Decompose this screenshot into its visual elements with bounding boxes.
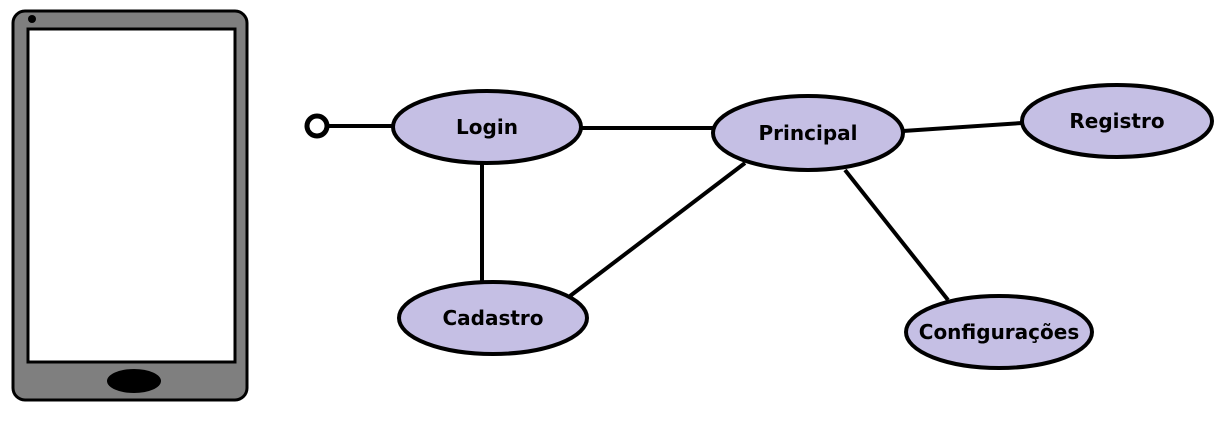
node-configuracoes: Configurações bbox=[904, 294, 1094, 370]
node-registro-shape bbox=[1020, 83, 1214, 159]
nodes: Login Principal RegistroCadastroConfiguraç… bbox=[391, 83, 1214, 370]
edge-cadastro-principal bbox=[568, 161, 747, 298]
node-configuracoes-label: Configurações bbox=[919, 320, 1079, 344]
node-principal: Principal bbox=[711, 94, 905, 172]
edge-principal-registro bbox=[902, 121, 1023, 133]
node-login-label: Login bbox=[456, 115, 518, 139]
node-principal-shape bbox=[711, 94, 905, 172]
node-principal-label: Principal bbox=[759, 121, 858, 145]
smartphone-icon bbox=[11, 9, 249, 402]
start-circle-icon bbox=[304, 113, 330, 139]
node-configuracoes-shape bbox=[904, 294, 1094, 370]
edges bbox=[327, 121, 1023, 302]
node-login-shape bbox=[391, 89, 583, 165]
node-cadastro-label: Cadastro bbox=[442, 306, 543, 330]
node-cadastro-shape bbox=[397, 280, 589, 356]
phone-screen bbox=[26, 27, 237, 364]
node-cadastro: Cadastro bbox=[397, 280, 589, 356]
phone-home-button-icon bbox=[107, 369, 161, 393]
node-login: Login bbox=[391, 89, 583, 165]
node-registro-label: Registro bbox=[1069, 109, 1164, 133]
edge-principal-configuracoes bbox=[843, 168, 950, 302]
node-registro: Registro bbox=[1020, 83, 1214, 159]
phone-camera-icon bbox=[28, 15, 36, 23]
